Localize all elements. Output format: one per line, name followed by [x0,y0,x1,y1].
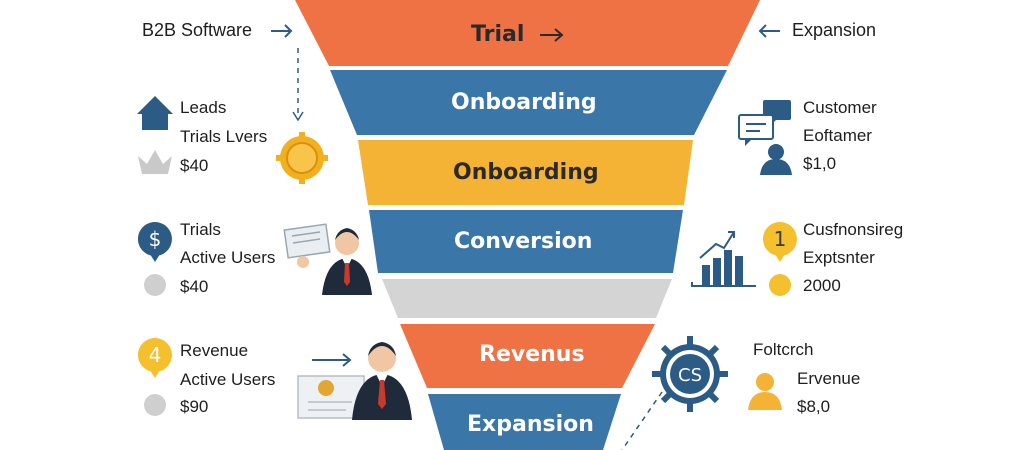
left-group3-line1: Revenue [180,341,249,360]
gear-coin-icon [276,132,328,184]
businessman-icon [297,342,412,420]
crown-icon [138,150,172,174]
left-group1-line1: Leads [180,98,227,117]
dashed-connector [292,48,304,122]
left-group2-line2: Active Users [180,248,276,267]
funnel-stage-label: Expansion [467,412,594,437]
funnel-band-6 [400,324,655,388]
funnel-stage-label: Revenus [479,342,585,367]
businessman-icon [283,223,372,295]
number-badge-icon [762,222,797,262]
dollar-badge-label: $ [149,227,162,251]
funnel-band-4 [369,210,683,273]
funnel-stage-label: Trial [471,22,525,47]
funnel-band-3 [358,140,693,205]
arrow-right-icon [540,28,564,42]
right-group3-line3: $8,0 [797,397,831,416]
left-group1-line2: Trials Lvers [180,127,268,146]
right-group2-line3: 2000 [803,276,841,295]
number-badge-icon [137,338,172,378]
right-group1-line3: $1,0 [803,154,837,173]
right-header: Expansion [792,20,877,40]
funnel-stage-label: Conversion [454,229,593,254]
right-group3-line2: Ervenue [797,369,861,388]
number-badge-label: 1 [774,227,787,251]
left-header: B2B Software [142,20,253,40]
right-group2-line2: Exptsnter [803,248,875,267]
dollar-badge-icon [137,222,172,262]
chat-icon [738,100,791,146]
left-group1-line3: $40 [180,156,209,175]
gear-label: CS [678,365,702,386]
funnel-band-2 [330,70,727,135]
person-icon [748,373,782,410]
funnel-band-5 [382,279,672,318]
funnel-stage-label: Onboarding [453,160,599,185]
right-group2-line1: Cusfnonsireg [803,220,904,239]
bar-chart-icon [691,231,756,287]
left-group2-line3: $40 [180,277,209,296]
funnel-band-1 [295,0,760,66]
gear-icon: CS [652,336,728,412]
left-group3-line3: $90 [180,397,209,416]
circle-icon [144,394,166,416]
funnel-band-7 [428,394,621,450]
left-group3-line2: Active Users [180,370,276,389]
arrow-right-icon [271,24,293,38]
funnel-stage-label: Onboarding [451,90,597,115]
right-group1-line2: Eoftamer [803,126,872,145]
left-group2-line1: Trials [180,220,221,239]
person-icon [760,144,792,175]
number-badge-label: 4 [149,343,162,367]
circle-icon [769,274,791,296]
circle-icon [144,274,166,296]
right-group3-line1: Foltcrch [753,340,814,359]
house-icon [137,96,173,130]
right-group1-line1: Customer [803,98,877,117]
dashed-connector [621,391,663,450]
arrow-left-icon [758,24,780,38]
arrow-right-icon [312,353,352,367]
